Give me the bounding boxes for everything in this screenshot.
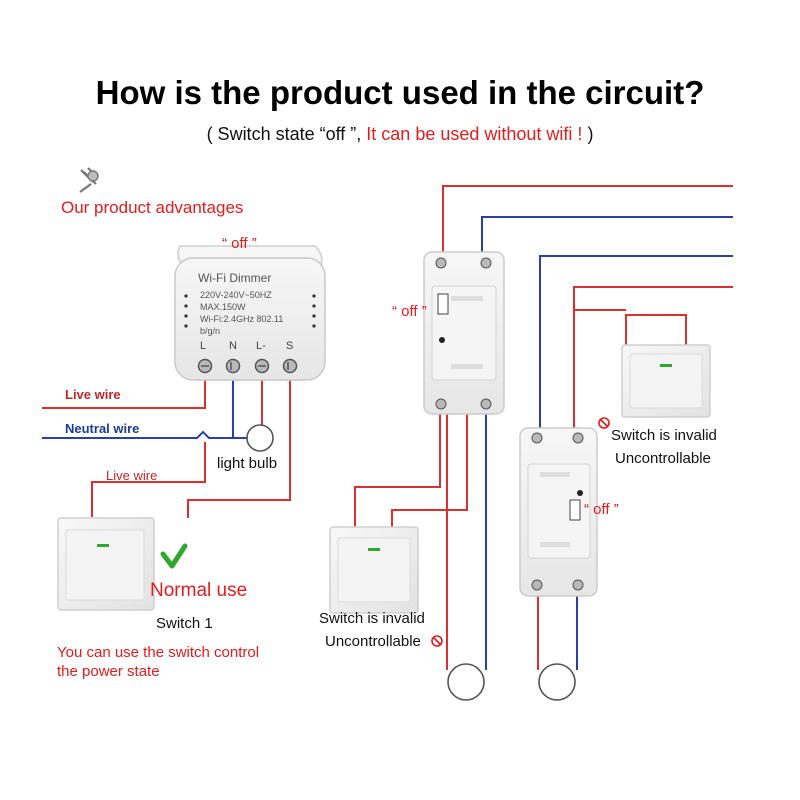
bulb-1-symbol: [447, 663, 485, 701]
pin-icon: [79, 167, 99, 193]
page-subtitle: ( Switch state “off ”, It can be used wi…: [0, 125, 800, 143]
light-bulb-label: light bulb: [217, 455, 278, 472]
terminal-label-l-minus: L-: [256, 340, 266, 352]
switch-invalid-label-b: Switch is invalid: [611, 427, 717, 444]
dimmer-terminals: [197, 358, 298, 374]
prohibited-icon: [431, 635, 443, 647]
dimmer-spec-voltage: 220V-240V~50HZ: [200, 290, 272, 300]
left-wires: [42, 375, 291, 518]
relay-2-state: “ off ”: [584, 501, 619, 518]
switch-note-line-2: the power state: [57, 663, 160, 680]
terminal-label-l: L: [200, 340, 207, 352]
relay-module-2: [519, 427, 598, 597]
uncontrollable-label-b: Uncontrollable: [615, 450, 711, 467]
advantages-label: Our product advantages: [61, 198, 244, 217]
s-wire-line: [187, 375, 291, 518]
dimmer-spec-power: MAX.150W: [200, 302, 246, 312]
switch-invalid-label-a: Switch is invalid: [319, 610, 425, 627]
subtitle-open: ( Switch state “off ”,: [206, 124, 362, 144]
normal-use-label: Normal use: [150, 580, 248, 601]
dimmer-name: Wi-Fi Dimmer: [198, 271, 272, 285]
live-wire-line: [42, 375, 206, 409]
subtitle-highlight: It can be used without wifi !: [366, 124, 583, 144]
terminal-label-s: S: [286, 340, 294, 352]
dimmer-spec-wifi: Wi-Fi:2.4GHz 802.11: [200, 314, 284, 324]
live-wire-label: Live wire: [65, 387, 121, 402]
dimmer-state: “ off ”: [222, 235, 257, 252]
page-title: How is the product used in the circuit?: [95, 74, 705, 111]
switch-a: [329, 526, 419, 614]
dimmer-spec-band: b/g/n: [200, 326, 221, 336]
check-icon: [160, 543, 188, 569]
switch-note-line-1: You can use the switch control: [57, 644, 260, 661]
right-wires: [354, 185, 733, 670]
relay-module-1: [423, 251, 505, 415]
neutral-wire-label: Neutral wire: [65, 421, 140, 436]
wifi-dimmer-module: [174, 245, 326, 381]
switch-1-label: Switch 1: [156, 615, 213, 632]
live-wire-2-label: Live wire: [106, 468, 158, 483]
subtitle-close: ): [587, 124, 594, 144]
relay-1-state: “ off ”: [392, 303, 427, 320]
bulb-2-symbol: [538, 663, 576, 701]
live-wire-2-line: [91, 442, 206, 517]
uncontrollable-label-a: Uncontrollable: [325, 633, 421, 650]
prohibited-icon: [598, 417, 610, 429]
switch-b: [621, 344, 711, 418]
neutral-wire-line: [42, 430, 250, 439]
light-bulb-symbol: [246, 424, 274, 452]
terminal-label-n: N: [229, 340, 237, 352]
switch-1: [57, 517, 155, 611]
